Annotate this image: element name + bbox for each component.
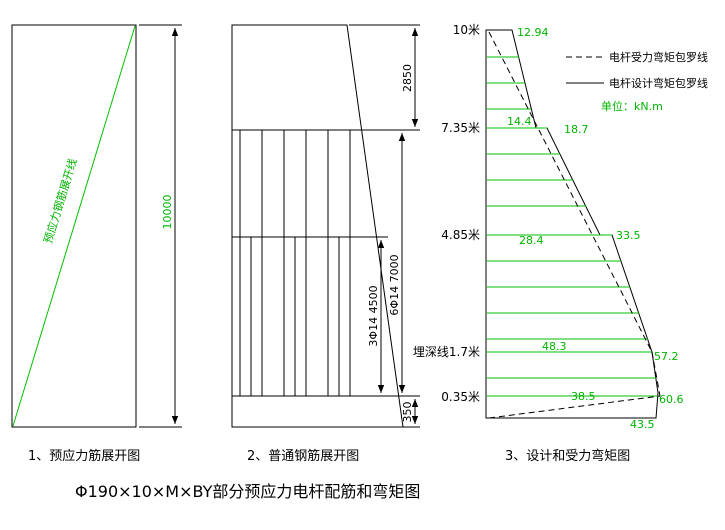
tendon-diagonal-line — [12, 25, 136, 427]
drawing-title: Φ190×10×M×BY部分预应力电杆配筋和弯矩图 — [75, 482, 420, 501]
moment-value-735-out: 18.7 — [564, 123, 589, 136]
moment-value-035-in: 38.5 — [571, 390, 596, 403]
legend-design-label: 电杆设计弯矩包罗线 — [609, 76, 708, 90]
caption-diagram1: 1、预应力筋展开图 — [28, 448, 140, 464]
moment-value-ground-in: 48.3 — [542, 340, 567, 353]
force-moment-envelope — [651, 351, 661, 397]
dim-text-2850: 2850 — [401, 64, 414, 92]
moment-value-035-out: 60.6 — [659, 393, 684, 406]
unit-label: 单位：kN.m — [601, 99, 663, 113]
moment-value-bottom: 43.5 — [630, 418, 655, 431]
dim-text-4500: 3Φ14 4500 — [367, 285, 380, 346]
dim-text-total-length: 10000 — [161, 195, 174, 230]
moment-value-top: 12.94 — [517, 26, 549, 39]
moment-value-485-out: 33.5 — [616, 229, 641, 242]
diagram2-rebar-development: 2850 6Φ14 7000 3Φ14 4500 350 2、普通钢筋展开图 — [231, 24, 420, 464]
tendon-diagonal-label: 预应力钢筋展开线 — [41, 157, 80, 245]
force-moment-envelope-below-ground — [488, 395, 661, 419]
axis-label-ground: 埋深线1.7米 — [413, 345, 480, 359]
dim-text-350: 350 — [401, 402, 414, 423]
axis-label-10m: 10米 — [453, 23, 480, 37]
dim-text-7000: 6Φ14 7000 — [388, 254, 401, 315]
axis-label-0-35m: 0.35米 — [441, 390, 480, 404]
caption-diagram3: 3、设计和受力弯矩图 — [505, 448, 630, 464]
pole-development-outline-2 — [231, 24, 404, 428]
moment-value-485-in: 28.4 — [519, 234, 544, 247]
axis-label-7-35m: 7.35米 — [441, 121, 480, 135]
diagram1-prestressed-development: 预应力钢筋展开线 10000 1、预应力筋展开图 — [11, 24, 182, 464]
pole-development-outline-1 — [11, 24, 137, 428]
moment-value-735-in: 14.4 — [507, 115, 532, 128]
legend-force-label: 电杆受力弯矩包罗线 — [609, 50, 708, 64]
moment-value-ground-out: 57.2 — [654, 350, 679, 363]
diagram3-moment: 10米 7.35米 4.85米 埋深线1.7米 0.35米 12.94 14.4… — [413, 23, 708, 464]
axis-label-4-85m: 4.85米 — [441, 228, 480, 242]
caption-diagram2: 2、普通钢筋展开图 — [247, 448, 359, 464]
